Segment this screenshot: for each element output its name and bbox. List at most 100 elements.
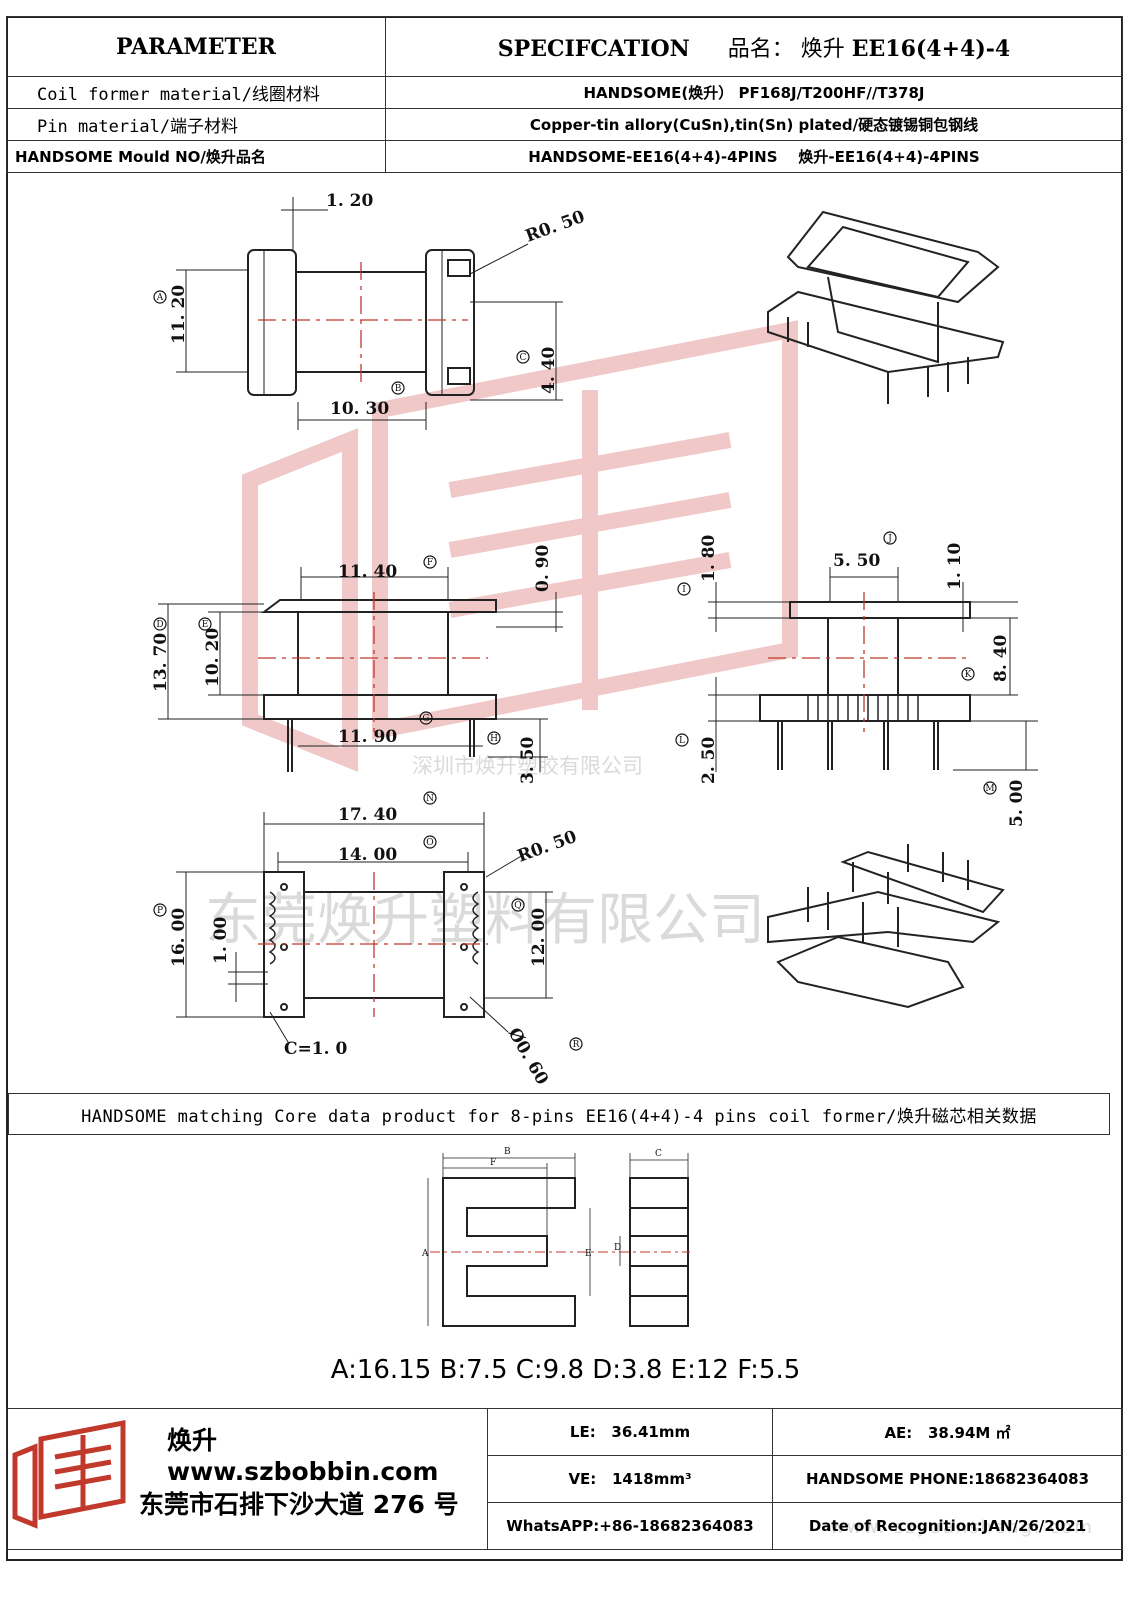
isometric-view-bottom bbox=[767, 844, 1005, 1009]
letter-a: A bbox=[156, 293, 164, 303]
letter-marker-c bbox=[516, 350, 530, 364]
dim-J: 5. 50 bbox=[833, 551, 880, 571]
letter-l: L bbox=[679, 736, 685, 746]
footer-VE: VE: 1418mm³ bbox=[487, 1455, 773, 1503]
letter-g: G bbox=[422, 714, 429, 724]
dim-F: 11. 40 bbox=[338, 562, 397, 582]
footer-website: www.szbobbin.com bbox=[167, 1457, 439, 1486]
product-name-label: 品名： bbox=[727, 36, 794, 62]
letter-marker-n bbox=[423, 791, 437, 805]
core-label-B: B bbox=[504, 1147, 511, 1157]
core-label-D: D bbox=[614, 1243, 621, 1253]
letter-i: I bbox=[682, 585, 686, 595]
bottom-view bbox=[176, 812, 553, 1043]
letter-marker-i bbox=[677, 582, 691, 596]
core-label-E: E bbox=[585, 1249, 592, 1259]
dim-bottom-radius: R0. 50 bbox=[515, 827, 580, 867]
letter-marker-p bbox=[153, 903, 167, 917]
letter-marker-k bbox=[961, 667, 975, 681]
dim-pitch: 1. 00 bbox=[211, 917, 231, 964]
letter-marker-j bbox=[883, 531, 897, 545]
letter-r: R bbox=[573, 1040, 580, 1050]
letter-d: D bbox=[156, 620, 163, 630]
row-coil-material-value: HANDSOME(焕升） PF168J/T200HF//T378J bbox=[385, 76, 1123, 109]
dim-chamfer: C=1. 0 bbox=[284, 1039, 347, 1059]
footer-address: 东莞市石排下沙大道 276 号 bbox=[139, 1490, 459, 1519]
letter-marker-o bbox=[423, 835, 437, 849]
letter-o: O bbox=[426, 838, 433, 848]
footer-table: 焕升 www.szbobbin.com 东莞市石排下沙大道 276 号 LE: … bbox=[6, 1408, 1123, 1550]
footer-brand-line: 焕升 www.szbobbin.com bbox=[167, 1421, 487, 1486]
dim-I: 1. 80 bbox=[699, 535, 719, 582]
letter-marker-l bbox=[675, 733, 689, 747]
dim-D: 13. 70 bbox=[151, 633, 171, 692]
letter-e: E bbox=[202, 620, 209, 630]
core-label-F: F bbox=[490, 1158, 496, 1168]
row-mould-no-label: HANDSOME Mould NO/焕升品名 bbox=[6, 140, 386, 173]
letter-marker-a bbox=[153, 290, 167, 304]
row-coil-material-label: Coil former material/线圈材料 bbox=[6, 76, 386, 109]
specification-label: SPECIFCATION bbox=[497, 35, 690, 62]
parameter-heading: PARAMETER bbox=[6, 16, 386, 77]
letter-k: K bbox=[965, 670, 972, 680]
front-view bbox=[158, 567, 563, 772]
letter-marker-f bbox=[423, 555, 437, 569]
watermark-company-1: 深圳市焕升塑胶有限公司 bbox=[412, 754, 643, 778]
core-data-values: A:16.15 B:7.5 C:9.8 D:3.8 E:12 F:5.5 bbox=[330, 1355, 801, 1385]
row-pin-material-value: Copper-tin allory(CuSn),tin(Sn) plated/硬… bbox=[385, 108, 1123, 141]
letter-m: M bbox=[985, 784, 994, 794]
dim-thick: 0. 90 bbox=[533, 545, 553, 592]
technical-drawing: 1. 20 R0. 50 11. 20 4. 40 10. 30 11. 40 … bbox=[151, 191, 1038, 1089]
core-label-A: A bbox=[421, 1249, 429, 1259]
dim-K: 8. 40 bbox=[991, 635, 1011, 682]
letter-c: C bbox=[520, 353, 527, 363]
letter-marker-g bbox=[419, 711, 433, 725]
core-label-C: C bbox=[655, 1149, 662, 1159]
footer-whatsapp: WhatsAPP:+86-18682364083 bbox=[487, 1502, 773, 1550]
footer-company-cell: 焕升 www.szbobbin.com 东莞市石排下沙大道 276 号 bbox=[6, 1408, 488, 1550]
dim-top-radius: R0. 50 bbox=[523, 207, 588, 247]
footer-phone: HANDSOME PHONE:18682364083 bbox=[772, 1455, 1123, 1503]
dim-G: 11. 90 bbox=[338, 727, 397, 747]
watermark-logo bbox=[242, 320, 798, 772]
dim-R: Ø0. 60 bbox=[504, 1025, 552, 1089]
letter-marker-e bbox=[198, 617, 212, 631]
letter-f: F bbox=[427, 558, 433, 568]
dim-H: 3. 50 bbox=[518, 737, 538, 784]
product-name-model: EE16(4+4)-4 bbox=[851, 35, 1011, 62]
footer-AE: AE: 38.94M ㎡ bbox=[772, 1408, 1123, 1456]
matching-core-bar: HANDSOME matching Core data product for … bbox=[8, 1093, 1110, 1135]
letter-n: N bbox=[426, 794, 434, 804]
specification-heading: SPECIFCATION 品名： 焕升 EE16(4+4)-4 bbox=[385, 16, 1123, 77]
dim-Q: 12. 00 bbox=[529, 908, 549, 967]
letter-p: P bbox=[157, 906, 163, 916]
product-name-brand: 焕升 bbox=[800, 36, 845, 62]
dim-N: 17. 40 bbox=[338, 805, 397, 825]
isometric-view-top bbox=[767, 210, 1005, 404]
dim-B: 10. 30 bbox=[330, 399, 389, 419]
spec-header-table: PARAMETER SPECIFCATION 品名： 焕升 EE16(4+4)-… bbox=[6, 16, 1123, 173]
dim-O: 14. 00 bbox=[338, 845, 397, 865]
dim-M: 5. 00 bbox=[1007, 780, 1027, 827]
dim-top-flange: 1. 10 bbox=[945, 543, 965, 590]
dim-C: 4. 40 bbox=[539, 347, 559, 394]
footer-date: Date of Recognition:JAN/26/2021 bbox=[772, 1502, 1123, 1550]
letter-h: H bbox=[490, 734, 498, 744]
letter-b: B bbox=[395, 384, 402, 394]
letter-marker-h bbox=[487, 731, 501, 745]
letter-marker-b bbox=[391, 381, 405, 395]
row-pin-material-label: Pin material/端子材料 bbox=[6, 108, 386, 141]
dim-P: 16. 00 bbox=[169, 908, 189, 967]
dim-E: 10. 20 bbox=[203, 628, 223, 687]
top-view bbox=[176, 197, 563, 430]
dim-L: 2. 50 bbox=[699, 737, 719, 784]
dim-top-width: 1. 20 bbox=[326, 191, 373, 211]
letter-marker-m bbox=[983, 781, 997, 795]
footer-LE: LE: 36.41mm bbox=[487, 1408, 773, 1456]
letter-marker-q bbox=[511, 898, 525, 912]
letter-j: J bbox=[887, 534, 892, 544]
company-logo bbox=[12, 1419, 126, 1529]
core-diagram: B F A E C D bbox=[421, 1147, 690, 1327]
dim-A: 11. 20 bbox=[169, 285, 189, 344]
letter-q: Q bbox=[514, 901, 521, 911]
